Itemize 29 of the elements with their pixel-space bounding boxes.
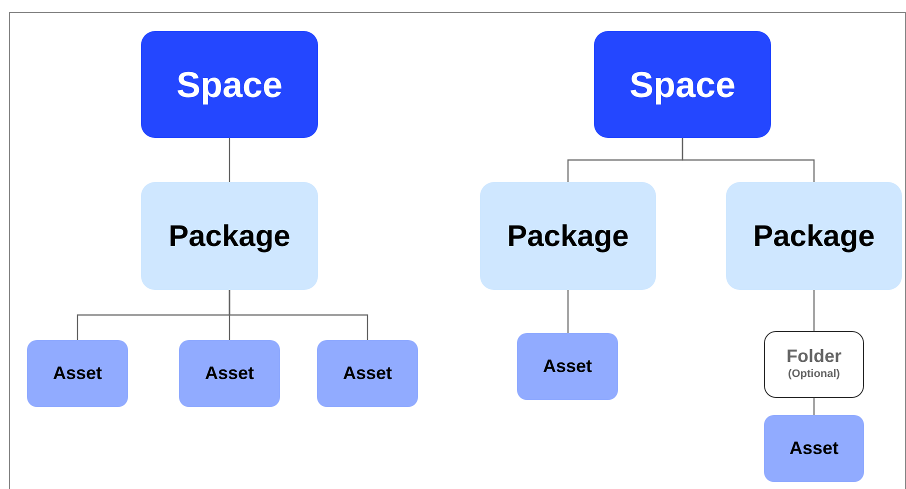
asset-box	[27, 340, 128, 407]
folder-box	[764, 331, 864, 398]
node-label: Asset	[789, 438, 839, 458]
connector-line	[228, 290, 368, 340]
asset-box	[179, 340, 280, 407]
node-label: Folder	[786, 347, 842, 368]
package-box	[141, 182, 318, 290]
node-label: Asset	[204, 364, 254, 384]
node-label: Package	[168, 220, 290, 252]
connector-line	[813, 290, 815, 331]
node-label: Package	[507, 220, 629, 252]
space-box	[594, 31, 771, 138]
node-label: Package	[753, 220, 875, 252]
connector-line	[228, 138, 230, 182]
node-label: Space	[629, 64, 736, 104]
asset-box	[764, 415, 864, 482]
connector-line	[567, 290, 569, 333]
connector-line	[813, 398, 815, 415]
node-label: Asset	[52, 364, 102, 384]
asset-box	[317, 340, 418, 407]
package-box	[480, 182, 656, 290]
connector-line	[682, 138, 815, 182]
node-label: Asset	[542, 356, 592, 376]
space-box	[141, 31, 318, 138]
node-label: Space	[176, 64, 283, 104]
package-box	[726, 182, 902, 290]
node-note: (Optional)	[788, 367, 840, 382]
asset-box	[517, 333, 618, 400]
node-label: Asset	[342, 364, 392, 384]
